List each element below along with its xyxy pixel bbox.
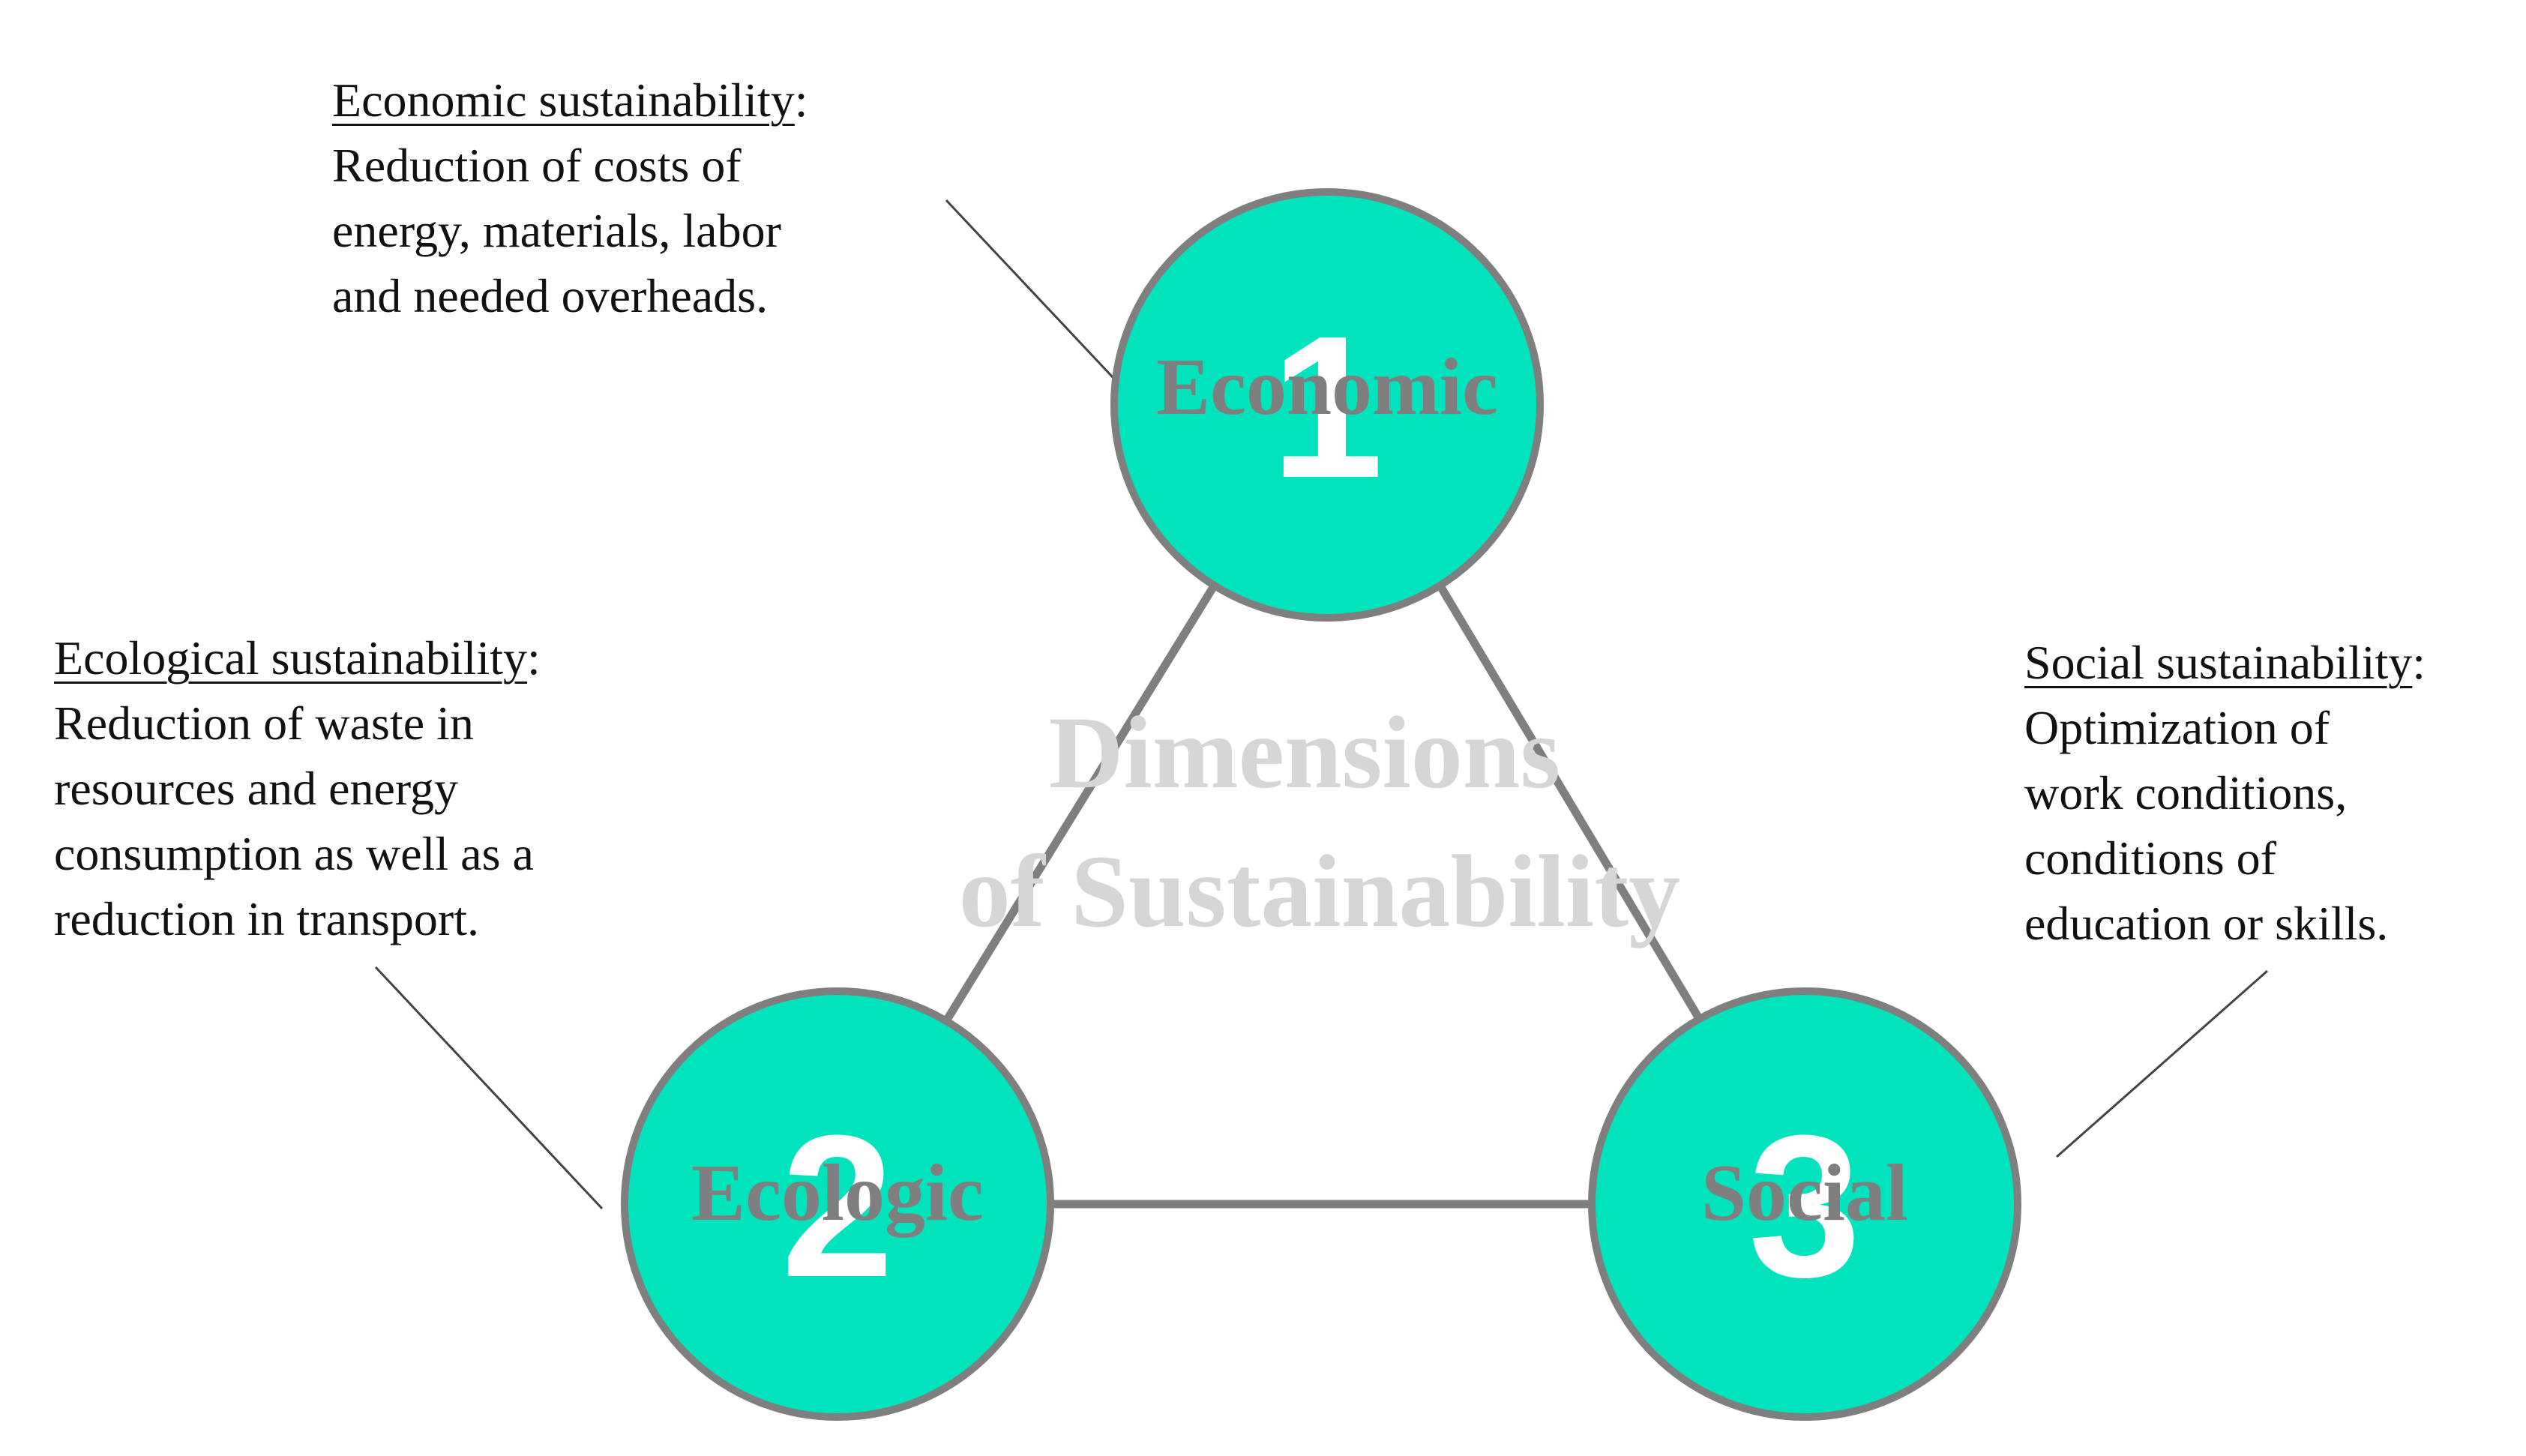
- social-label: Social: [1701, 1149, 1908, 1238]
- economic-circle: [1110, 188, 1544, 622]
- economic-node: 1 Economic: [1110, 188, 1544, 622]
- social-note-line: education or skills.: [2024, 897, 2389, 950]
- ecological-note-colon: :: [526, 631, 541, 685]
- economic-note-line: Reduction of costs of: [332, 139, 742, 192]
- ecological-note-line: consumption as well as a: [54, 827, 534, 880]
- economic-note-pointer: [945, 199, 1125, 390]
- ecologic-circle: [621, 987, 1054, 1421]
- social-note: Social sustainability: Optimization of w…: [2024, 630, 2426, 956]
- ecological-note-line: Reduction of waste in: [54, 697, 474, 750]
- ecological-note: Ecological sustainability: Reduction of …: [54, 625, 541, 951]
- connector-economic-social: [1436, 583, 1706, 1026]
- ecological-note-heading: Ecological sustainability: [54, 631, 527, 685]
- social-circle: [1588, 987, 2021, 1421]
- center-title-line-2: of Sustainability: [959, 834, 1680, 948]
- center-title-line-1: Dimensions: [1049, 695, 1560, 810]
- social-note-pointer: [2056, 969, 2268, 1158]
- economic-note-colon: :: [794, 73, 808, 127]
- social-note-colon: :: [2412, 636, 2426, 689]
- ecologic-node: 2 Ecologic: [621, 987, 1054, 1421]
- ecologic-number: 2: [781, 1094, 894, 1320]
- economic-number: 1: [1271, 295, 1383, 520]
- ecological-note-line: resources and energy: [54, 762, 459, 815]
- social-note-line: Optimization of: [2024, 701, 2330, 754]
- social-node: 3 Social: [1588, 987, 2021, 1421]
- social-note-heading: Social sustainability: [2024, 636, 2413, 689]
- economic-note: Economic sustainability: Reduction of co…: [332, 67, 808, 328]
- ecological-note-line: reduction in transport.: [54, 892, 479, 945]
- economic-note-line: energy, materials, labor: [332, 204, 781, 257]
- social-note-line: conditions of: [2024, 831, 2276, 885]
- social-note-line: work conditions,: [2024, 766, 2348, 819]
- economic-label: Economic: [1156, 343, 1498, 432]
- economic-note-heading: Economic sustainability: [332, 73, 795, 127]
- ecological-note-pointer: [374, 966, 604, 1210]
- connector-economic-ecologic: [941, 583, 1218, 1026]
- ecologic-label: Ecologic: [691, 1149, 984, 1238]
- social-number: 3: [1748, 1094, 1861, 1320]
- economic-note-line: and needed overheads.: [332, 269, 769, 322]
